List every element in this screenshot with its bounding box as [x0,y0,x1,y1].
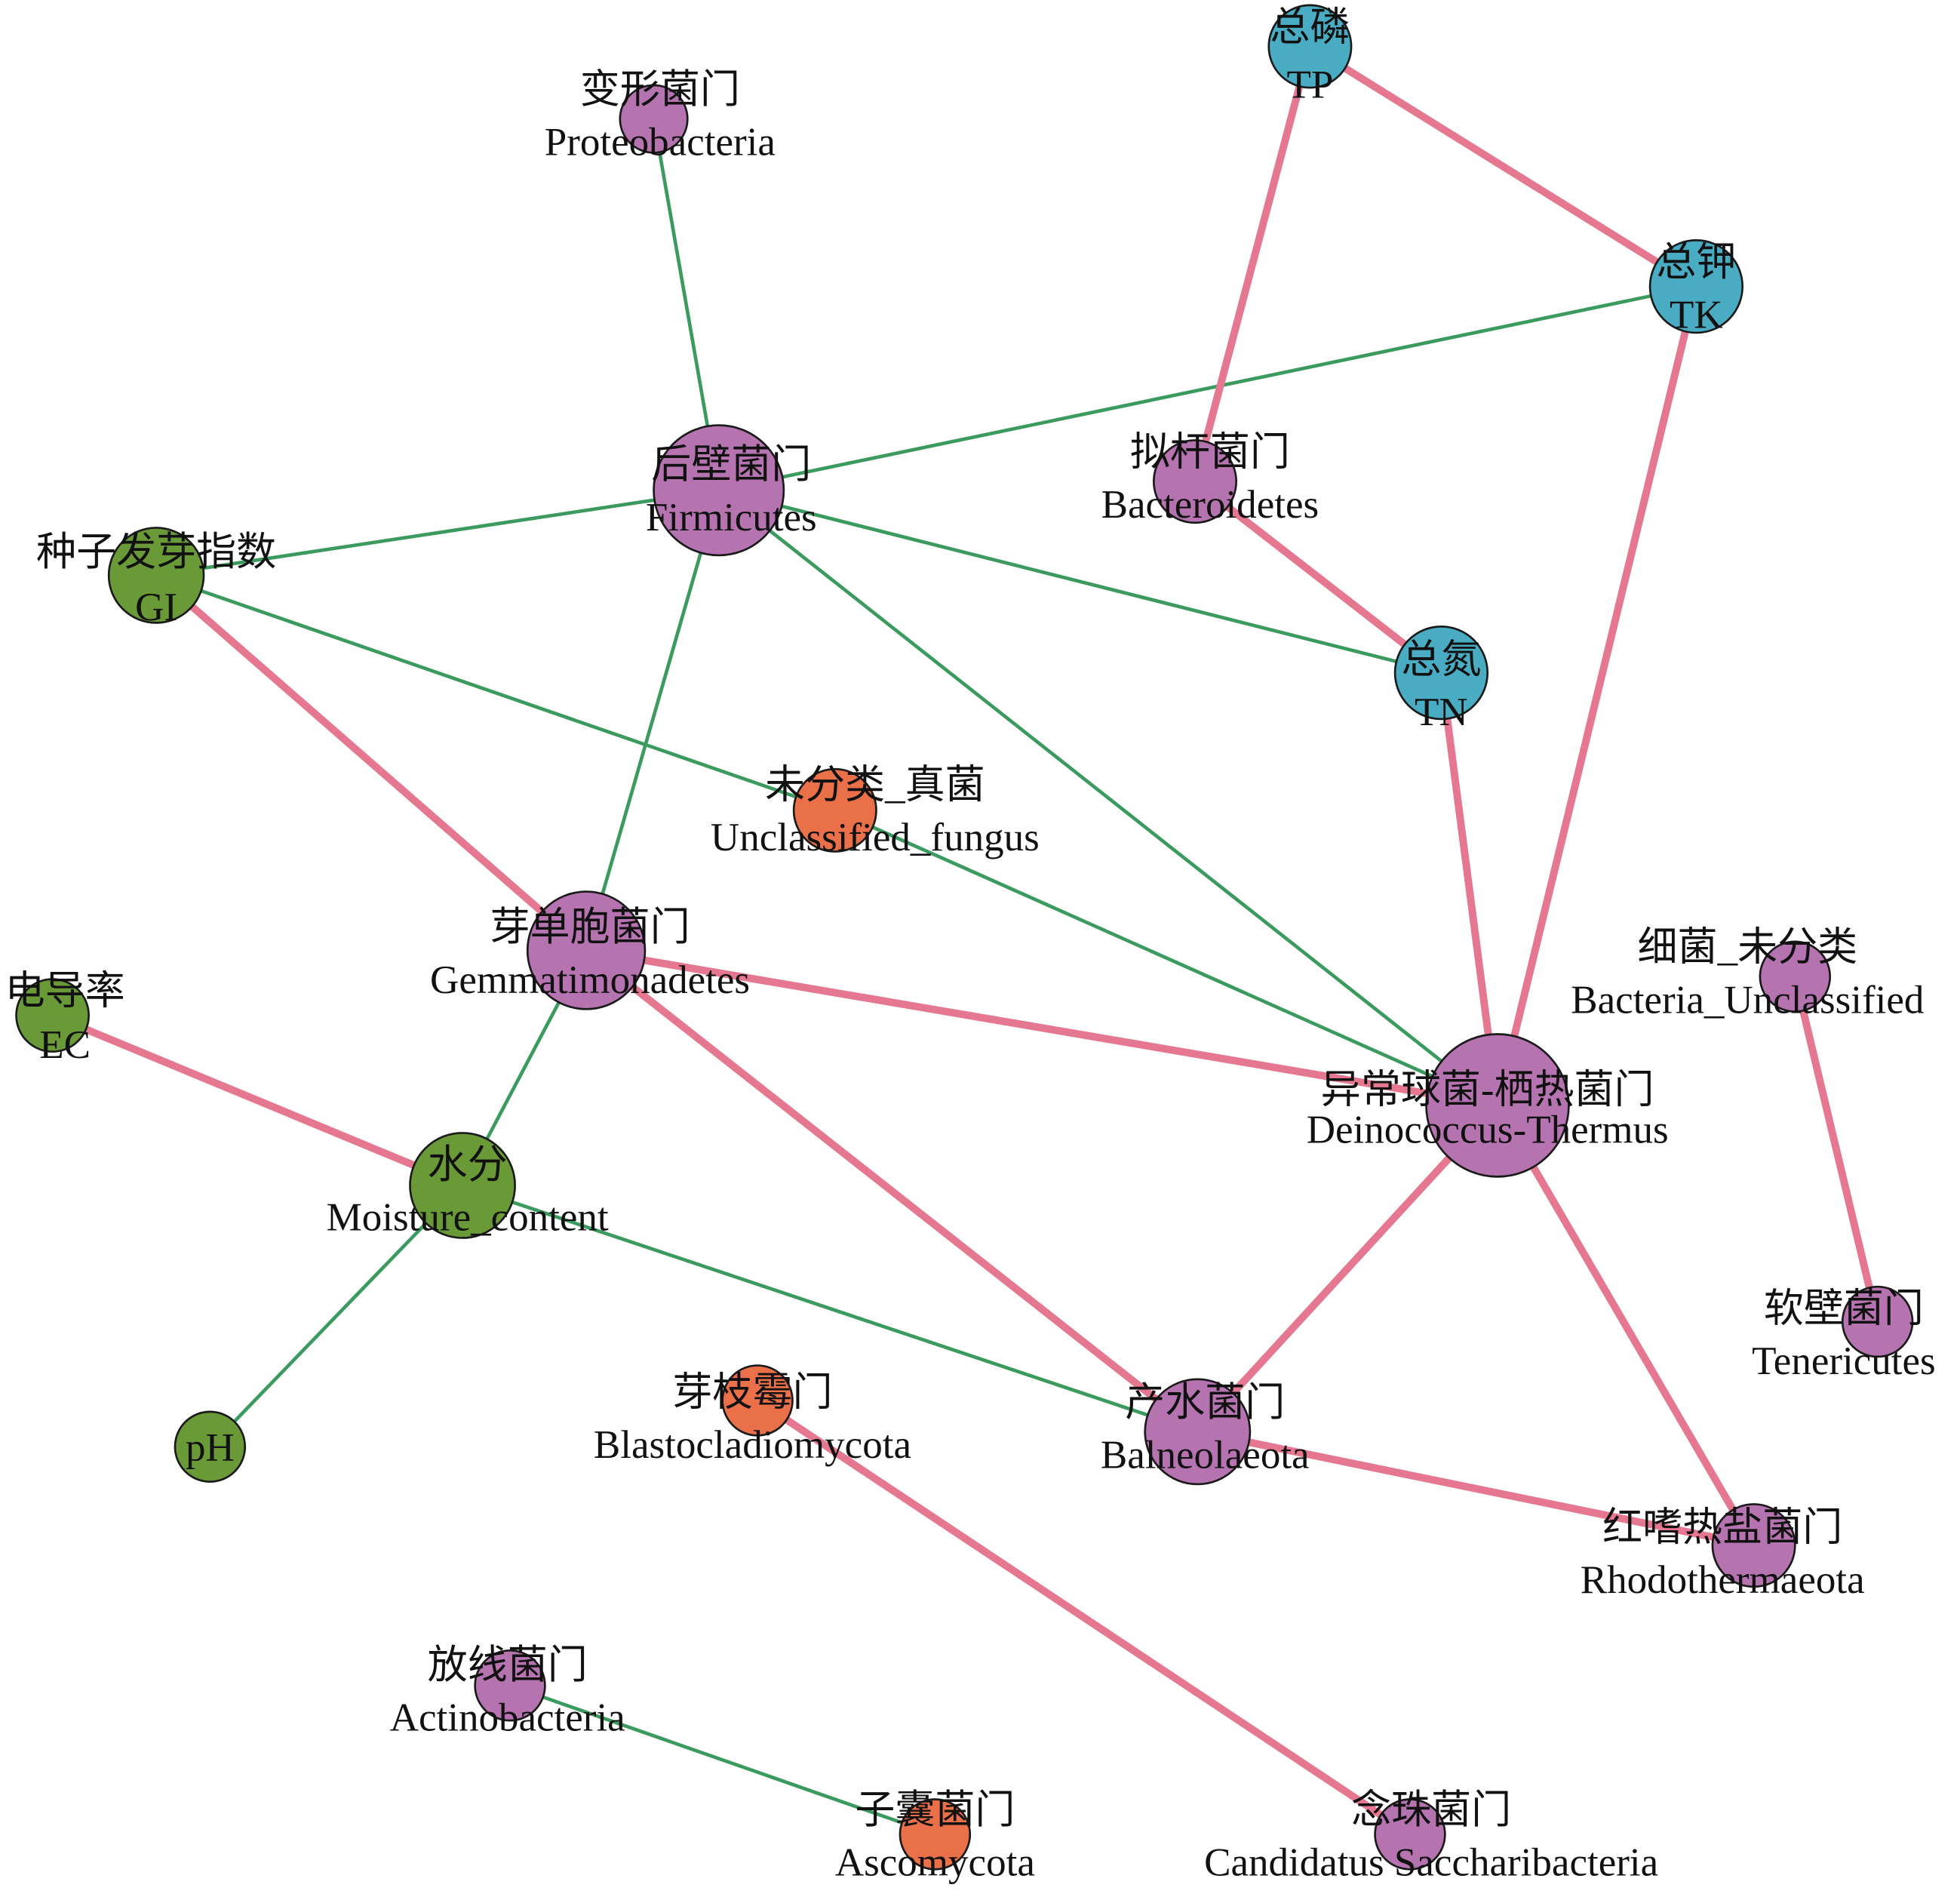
node-label-cn-gemmatimonadetes: 芽单胞菌门 [490,905,690,949]
nodes-layer [15,4,1914,1871]
node-bacteria_unclassified[interactable] [1759,940,1832,1013]
node-label-cn-blastocladiomycota: 芽枝霉门 [672,1371,832,1415]
node-label-en-ec: EC [39,1023,91,1067]
node-label-en-balneolaeota: Balneolaeota [1101,1433,1310,1477]
node-label-en-deinococcus: Deinococcus-Thermus [1307,1108,1669,1152]
node-tk[interactable] [1648,239,1744,334]
node-label-cn-deinococcus: 异常球菌-栖热菌门 [1321,1068,1654,1112]
edge-gi-unclassified_fungus-negative [154,573,837,813]
node-label-cn-tn: 总氮 [1401,638,1481,682]
node-actinobacteria[interactable] [474,1649,546,1722]
node-label-en-tk: TK [1670,293,1723,337]
node-label-en-bacteroidetes: Bacteroidetes [1101,483,1319,527]
node-saccharibacteria[interactable] [1374,1798,1446,1871]
node-label-en-gi: GI [135,586,177,629]
node-blastocladiomycota[interactable] [721,1364,794,1437]
node-label-en-moisture: Moisture_content [327,1196,609,1240]
node-label-cn-saccharibacteria: 念珠菌门 [1351,1788,1511,1832]
node-label-cn-bacteria_unclassified: 细菌_未分类 [1638,926,1858,970]
edge-ec-moisture-positive [48,1011,467,1189]
node-label-en-unclassified_fungus: Unclassified_fungus [711,816,1040,859]
node-ph[interactable] [174,1410,247,1483]
edge-bacteria_unclassified-tenericutes-positive [1791,973,1882,1326]
node-proteobacteria[interactable] [619,84,689,154]
node-label-cn-proteobacteria: 变形菌门 [580,68,740,112]
edge-bacteroidetes-tn-positive [1191,478,1445,677]
node-label-en-blastocladiomycota: Blastocladiomycota [594,1423,911,1467]
edges-layer [48,42,1882,1838]
edge-gi-firmicutes-negative [154,488,721,577]
node-moisture[interactable] [409,1132,516,1239]
node-tn[interactable] [1393,626,1489,721]
edge-tn-deinococcus-positive [1437,669,1501,1109]
node-ec[interactable] [15,978,90,1053]
node-label-cn-ascomycota: 子囊菌门 [855,1788,1015,1832]
edge-tp-bacteroidetes-positive [1191,42,1314,486]
node-label-cn-gi: 种子发芽指数 [36,530,276,574]
node-gemmatimonadetes[interactable] [526,890,647,1010]
node-unclassified_fungus[interactable] [792,767,877,853]
edge-gi-gemmatimonadetes-positive [152,571,591,955]
node-label-cn-moisture: 水分 [428,1143,508,1187]
edge-gemmatimonadetes-balneolaeota-positive [582,946,1202,1436]
node-label-en-gemmatimonadetes: Gemmatimonadetes [430,958,750,1002]
node-gi[interactable] [107,527,205,624]
edge-actinobacteria-ascomycota-negative [508,1683,937,1837]
node-label-cn-tenericutes: 软壁菌门 [1764,1287,1924,1331]
node-firmicutes[interactable] [653,424,785,557]
node-tp[interactable] [1267,4,1353,89]
node-rhodothermaeota[interactable] [1711,1503,1796,1588]
edge-balneolaeota-rhodothermaeota-positive [1194,1428,1758,1550]
node-label-cn-firmicutes: 后壁菌门 [651,443,811,487]
node-label-cn-bacteroidetes: 拟杆菌门 [1130,431,1290,475]
node-tenericutes[interactable] [1841,1285,1914,1358]
node-label-en-ascomycota: Ascomycota [835,1841,1035,1885]
edge-firmicutes-gemmatimonadetes-negative [584,488,721,952]
node-label-cn-actinobacteria: 放线菌门 [428,1643,588,1687]
node-label-en-rhodothermaeota: Rhodothermaeota [1581,1558,1865,1602]
edge-blastocladiomycota-saccharibacteria-positive [754,1396,1414,1838]
labels-layer: 变形菌门 Proteobacteria 总磷 TP 总钾 TK 后壁菌门 Firmicutes… [5,5,1936,1884]
edge-tk-firmicutes-negative [717,284,1698,493]
node-label-cn-ec: 电导率 [5,970,125,1013]
node-label-en-tn: TN [1415,690,1468,734]
node-label-cn-tk: 总钾 [1656,241,1736,284]
node-label-en-firmicutes: Firmicutes [646,496,817,540]
node-label-en-saccharibacteria: Candidatus Saccharibacteria [1204,1841,1658,1885]
node-deinococcus[interactable] [1425,1033,1570,1178]
edge-firmicutes-deinococcus-negative [717,488,1500,1108]
edge-deinococcus-rhodothermaeota-positive [1493,1101,1758,1550]
edge-deinococcus-balneolaeota-positive [1194,1101,1501,1436]
edge-moisture-ph-negative [208,1183,465,1449]
node-bacteroidetes[interactable] [1152,439,1237,524]
edge-tk-deinococcus-positive [1493,282,1700,1109]
node-label-cn-unclassified_fungus: 未分类_真菌 [765,763,985,807]
edge-tp-tk-positive [1306,42,1700,291]
node-label-en-bacteria_unclassified: Bacteria_Unclassified [1571,978,1924,1022]
node-label-en-proteobacteria: Proteobacteria [545,121,776,164]
node-label-cn-tp: 总磷 [1270,5,1350,49]
node-label-en-tenericutes: Tenericutes [1752,1339,1936,1383]
node-label-en-actinobacteria: Actinobacteria [390,1696,625,1739]
node-label-cn-rhodothermaeota: 红嗜热盐菌门 [1602,1506,1842,1550]
node-ascomycota[interactable] [899,1798,972,1871]
edge-firmicutes-tn-negative [717,488,1443,675]
edge-moisture-balneolaeota-negative [460,1183,1200,1434]
node-label-en-ph: pH [186,1425,235,1469]
node-label-cn-balneolaeota: 产水菌门 [1125,1381,1285,1425]
node-label-en-tp: TP [1286,63,1333,106]
edge-gemmatimonadetes-deinococcus-positive [582,946,1501,1109]
node-balneolaeota[interactable] [1144,1378,1252,1486]
edge-unclassified_fungus-deinococcus-negative [833,808,1500,1108]
